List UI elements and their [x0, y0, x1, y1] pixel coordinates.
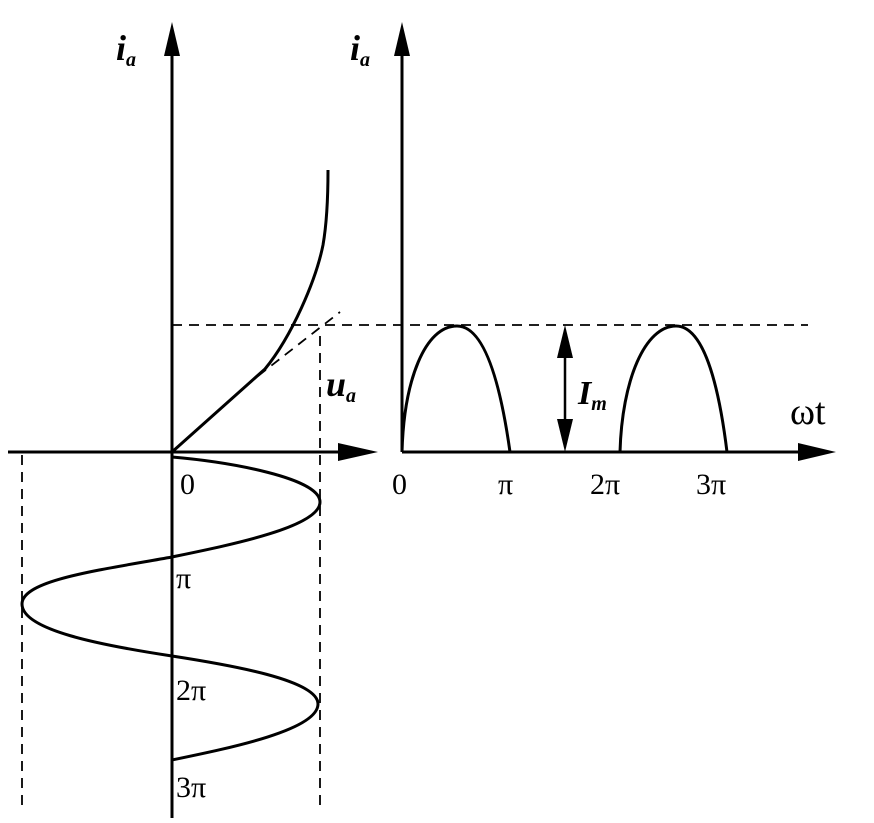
left-horizontal-axis-arrow	[338, 443, 378, 461]
left-tick-3pi: 3π	[176, 771, 206, 804]
input-voltage-sine	[20, 455, 322, 762]
tangent-line	[257, 311, 341, 377]
amplitude-arrow-top	[557, 325, 573, 358]
right-tick-2pi: 2π	[590, 468, 620, 501]
left-tick-pi: π	[176, 562, 191, 595]
left-tick-2pi: 2π	[176, 674, 206, 707]
right-vertical-axis-arrow	[394, 22, 410, 56]
right-tick-3pi: 3π	[696, 468, 726, 501]
left-y-axis-label: ia	[116, 28, 136, 71]
right-y-axis-label: ia	[350, 28, 370, 71]
amplitude-label: Im	[577, 375, 607, 415]
amplitude-arrow-bottom	[557, 419, 573, 452]
left-vertical-axis-arrow	[164, 22, 180, 56]
right-tick-pi: π	[498, 468, 513, 501]
current-pulse-2	[618, 324, 729, 453]
left-origin-label: 0	[180, 468, 195, 501]
right-x-axis-label: ωt	[790, 391, 826, 433]
right-tick-0: 0	[392, 468, 407, 501]
right-plot: ia ωt Im 0 π 2π 3π	[350, 22, 836, 501]
current-pulse-1	[400, 324, 512, 453]
left-plot: ia ua 0 π 2π 3π	[8, 22, 378, 818]
right-horizontal-axis-arrow	[798, 443, 836, 461]
characteristic-curve	[171, 169, 330, 454]
left-x-axis-label: ua	[326, 364, 356, 407]
